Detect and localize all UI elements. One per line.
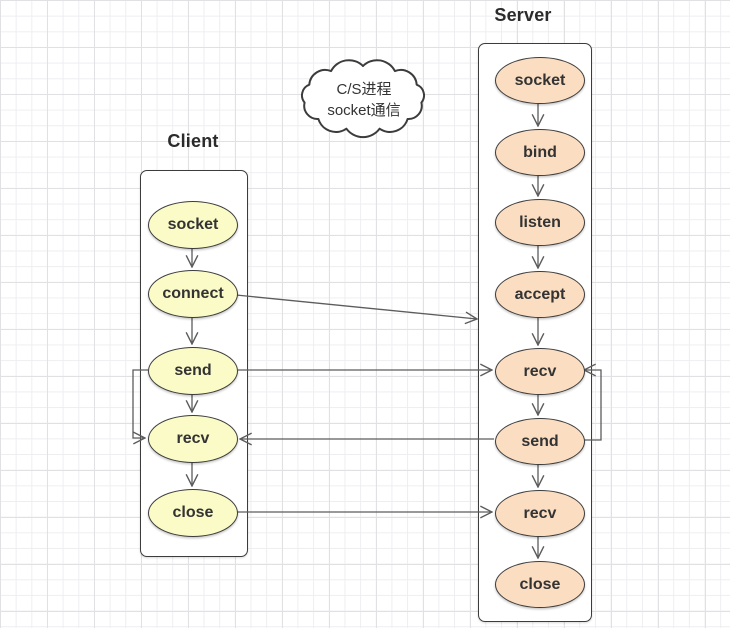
node-label: close xyxy=(519,575,561,593)
server-node-recv-2[interactable]: recv xyxy=(495,490,585,537)
node-label: connect xyxy=(162,285,224,302)
node-label: send xyxy=(174,362,212,379)
client-title: Client xyxy=(167,131,219,151)
node-label: listen xyxy=(519,213,561,231)
server-node-close[interactable]: close xyxy=(495,561,585,608)
node-label: accept xyxy=(514,285,566,303)
server-node-send[interactable]: send xyxy=(495,418,585,465)
server-node-bind[interactable]: bind xyxy=(495,129,585,176)
arrow-connect-to-accept xyxy=(235,294,477,319)
node-label: recv xyxy=(176,430,210,447)
server-node-socket[interactable]: socket xyxy=(495,57,585,104)
node-label: send xyxy=(521,432,559,450)
client-node-recv[interactable]: recv xyxy=(148,415,238,463)
node-label: recv xyxy=(523,362,557,380)
cloud-label: C/S进程 socket通信 xyxy=(300,79,428,121)
client-node-close[interactable]: close xyxy=(148,489,238,537)
node-label: socket xyxy=(514,71,566,89)
server-node-listen[interactable]: listen xyxy=(495,199,585,246)
node-label: close xyxy=(172,504,214,521)
server-node-accept[interactable]: accept xyxy=(495,271,585,318)
client-node-send[interactable]: send xyxy=(148,347,238,395)
node-label: recv xyxy=(523,504,557,522)
client-node-socket[interactable]: socket xyxy=(148,201,238,249)
cloud-label-line1: C/S进程 xyxy=(336,81,392,98)
server-node-recv-1[interactable]: recv xyxy=(495,348,585,395)
server-title: Server xyxy=(494,5,552,25)
cloud-label-line2: socket通信 xyxy=(327,102,401,119)
node-label: socket xyxy=(167,216,219,233)
client-node-connect[interactable]: connect xyxy=(148,270,238,318)
node-label: bind xyxy=(523,143,557,161)
